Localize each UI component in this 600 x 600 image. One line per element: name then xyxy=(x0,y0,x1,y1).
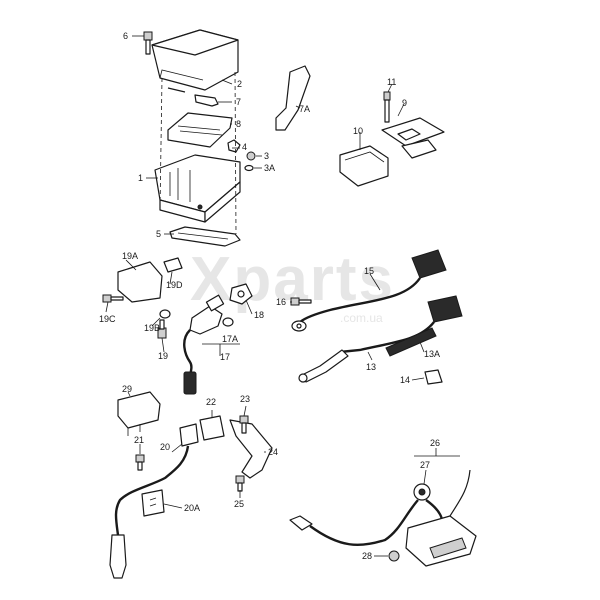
sleeve-13a xyxy=(385,327,437,357)
callout-18: 18 xyxy=(254,310,264,320)
bracket-24 xyxy=(199,415,273,492)
cap-14 xyxy=(424,369,443,385)
callout-23: 23 xyxy=(240,394,250,404)
sensor-21 xyxy=(135,454,145,471)
sensor-20-head xyxy=(179,423,199,447)
bolt-19c xyxy=(102,294,124,303)
callout-8: 8 xyxy=(236,119,241,129)
callout-26: 26 xyxy=(430,438,440,448)
relay-29 xyxy=(117,391,161,429)
callout-3a: 3A xyxy=(264,163,275,173)
callout-19d: 19D xyxy=(166,280,183,290)
callout-9: 9 xyxy=(402,98,407,108)
callout-17a: 17A xyxy=(222,334,238,344)
callout-13a: 13A xyxy=(424,349,440,359)
sensor-13-body xyxy=(299,349,349,383)
sensor-group-19 xyxy=(102,257,183,339)
bolt-11 xyxy=(383,91,391,101)
bracket-24-body xyxy=(229,419,273,479)
connector-15 xyxy=(411,249,447,279)
callout-15: 15 xyxy=(364,266,374,276)
callout-5: 5 xyxy=(156,229,161,239)
connector-13 xyxy=(427,295,463,323)
callout-24: 24 xyxy=(268,447,278,457)
callout-29: 29 xyxy=(122,384,132,394)
callout-19a: 19A xyxy=(122,251,138,261)
callout-10: 10 xyxy=(353,126,363,136)
relay-10 xyxy=(339,145,389,187)
callout-2: 2 xyxy=(237,79,242,89)
callout-19b: 19B xyxy=(144,323,160,333)
callout-11: 11 xyxy=(387,77,396,87)
washer-19b xyxy=(159,309,171,319)
callout-7a: 7A xyxy=(299,104,310,114)
plug-20a xyxy=(141,489,165,517)
oxygen-sensor-13 xyxy=(298,295,463,383)
callout-17: 17 xyxy=(220,352,230,362)
callout-22: 22 xyxy=(206,397,216,407)
callout-20: 20 xyxy=(160,442,170,452)
callout-13: 13 xyxy=(366,362,376,372)
callout-19c: 19C xyxy=(99,314,116,324)
ecu-housing-group xyxy=(143,29,256,247)
watermark-domain: .com.ua xyxy=(340,311,383,325)
ecu-cover-top xyxy=(151,29,239,56)
sensor-20-probe xyxy=(109,534,127,579)
callout-7: 7 xyxy=(236,97,241,107)
bracket-group-9-10 xyxy=(339,91,445,187)
control-unit-8 xyxy=(167,112,233,148)
callout-16: 16 xyxy=(276,297,286,307)
callout-27: 27 xyxy=(420,460,430,470)
callout-28: 28 xyxy=(362,551,372,561)
washer-3a xyxy=(244,164,254,172)
bolt-16 xyxy=(290,297,312,306)
sensor-17-connector xyxy=(183,371,197,395)
nut-3 xyxy=(246,151,256,161)
connector-26 xyxy=(405,515,477,567)
callout-3: 3 xyxy=(264,151,269,161)
callout-25: 25 xyxy=(234,499,244,509)
callout-20a: 20A xyxy=(184,503,200,513)
callout-labels: 6 2 7 8 4 3 3A 1 5 7A 11 9 10 15 16 13 1… xyxy=(99,31,440,561)
callout-1: 1 xyxy=(138,173,143,183)
callout-14: 14 xyxy=(400,375,410,385)
callout-21: 21 xyxy=(134,435,144,445)
seal-17a xyxy=(222,317,234,327)
leader-lines xyxy=(105,35,460,557)
harness-15 xyxy=(291,249,447,332)
callout-19: 19 xyxy=(158,351,168,361)
clip-19d xyxy=(163,257,183,273)
bracket-19a xyxy=(117,261,163,303)
clip-4 xyxy=(227,139,241,153)
sensor-20 xyxy=(109,423,199,579)
clip-22 xyxy=(199,415,225,441)
bolt-6 xyxy=(143,31,153,55)
clip-7 xyxy=(194,94,219,107)
nut-28 xyxy=(388,550,400,562)
camshaft-sensor-17 xyxy=(183,294,234,395)
callout-4: 4 xyxy=(242,142,247,152)
oxygen-sensor-26 xyxy=(289,469,477,567)
callout-6: 6 xyxy=(123,31,128,41)
bolt-25 xyxy=(235,475,245,492)
bracket-7a xyxy=(275,65,311,131)
sensor-26-probe xyxy=(289,515,313,531)
